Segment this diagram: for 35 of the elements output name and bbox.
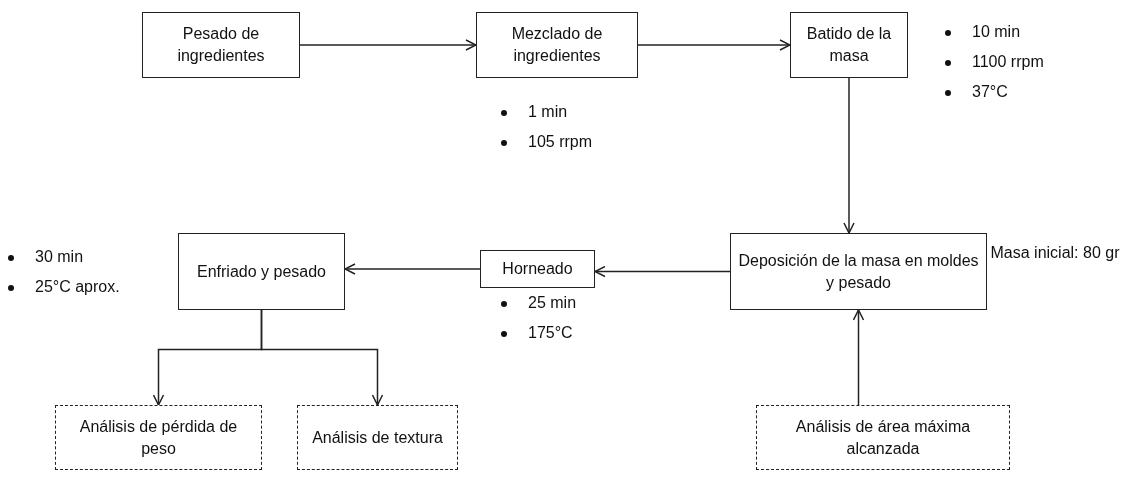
- bullet-item: 1 min: [498, 97, 593, 127]
- analysis-box: [55, 405, 262, 470]
- bullet-item: 25°C aprox.: [5, 272, 120, 302]
- analysis-box: [297, 405, 458, 470]
- step-label: Análisis de pérdida de peso: [78, 416, 239, 459]
- arrow: [594, 265, 731, 278]
- arrow: [344, 263, 481, 275]
- bullet-item: 25 min: [498, 288, 577, 318]
- step-label: Enfriado y pesado: [197, 261, 326, 282]
- process-box: [480, 250, 595, 288]
- step-label: Deposición de la masa en moldes y pesado: [737, 250, 980, 293]
- bullet-item: 30 min: [5, 242, 120, 272]
- process-box: [476, 12, 638, 78]
- process-box: [790, 12, 908, 78]
- step-label: Análisis de textura: [312, 427, 443, 448]
- bullet-item: 105 rrpm: [498, 127, 593, 157]
- arrow: [299, 39, 477, 51]
- step-label: Análisis de área máxima alcanzada: [794, 416, 972, 459]
- bullet-item: 37°C: [942, 77, 1044, 107]
- arrow: [852, 309, 865, 406]
- process-box: [730, 233, 987, 310]
- bullet-item: 175°C: [498, 318, 577, 348]
- arrow: [637, 39, 791, 51]
- step-label: Batido de la masa: [805, 24, 893, 66]
- bullet-item: 10 min: [942, 17, 1044, 47]
- note-text: Masa inicial: 80 gr: [990, 243, 1120, 263]
- step-label: Pesado de ingredientes: [176, 24, 266, 66]
- arrow: [843, 77, 855, 234]
- step-label: Mezclado de ingredientes: [510, 24, 604, 66]
- bullet-item: 1100 rrpm: [942, 47, 1044, 77]
- step-label: Horneado: [502, 259, 573, 280]
- process-box: [142, 12, 300, 78]
- analysis-box: [756, 405, 1010, 470]
- arrow: [260, 309, 384, 406]
- process-box: [178, 233, 345, 310]
